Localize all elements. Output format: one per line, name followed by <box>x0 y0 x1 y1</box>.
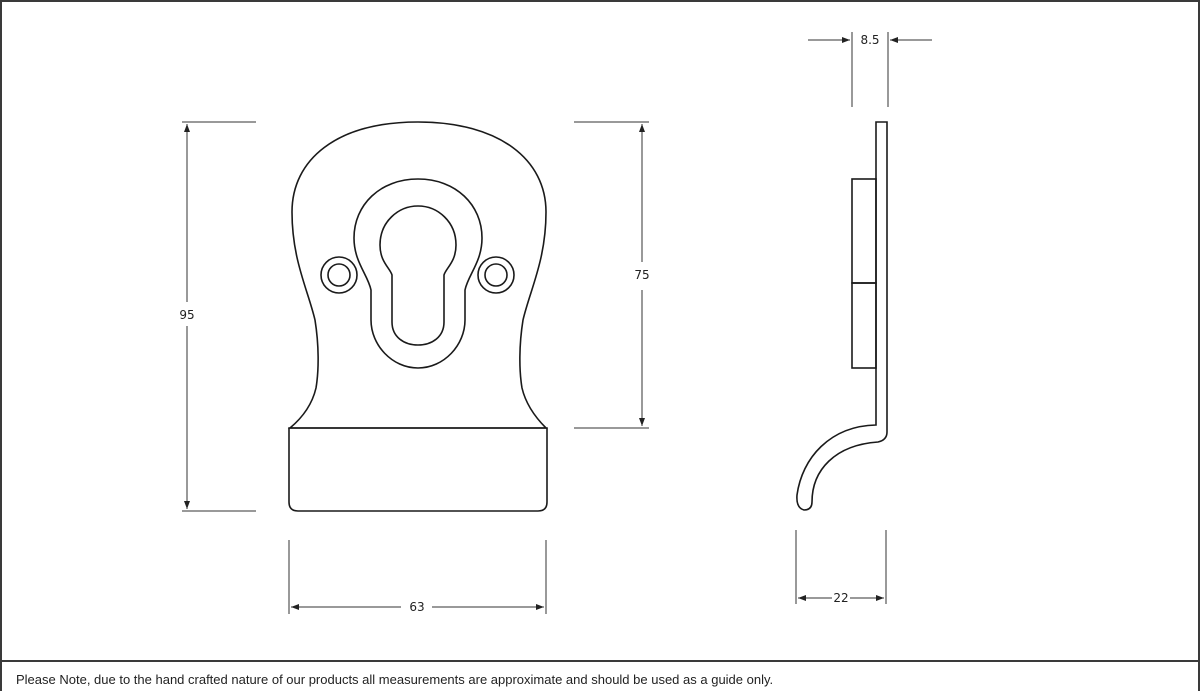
screw-hole-right-outer <box>477 256 515 294</box>
dimension-8-5 <box>808 32 932 107</box>
screw-hole-left-outer <box>320 256 358 294</box>
disclaimer-note: Please Note, due to the hand crafted nat… <box>16 672 774 687</box>
technical-drawing: 95 75 63 8.5 22 <box>179 32 932 614</box>
cylinder-boss-upper <box>851 178 877 284</box>
screw-hole-right-inner <box>484 263 508 287</box>
dimension-label-75: 75 <box>634 268 649 282</box>
screw-hole-left-inner <box>327 263 351 287</box>
keyhole <box>379 205 457 346</box>
keyhole-surround <box>353 178 483 369</box>
footer-divider <box>0 660 1200 662</box>
dimension-22 <box>795 530 887 604</box>
cylinder-boss-lower <box>851 282 877 369</box>
dimension-label-63: 63 <box>409 600 424 614</box>
front-view <box>287 121 548 512</box>
dimension-75 <box>574 121 649 429</box>
pull-lip <box>288 427 548 512</box>
dimension-label-8-5: 8.5 <box>860 33 879 47</box>
dimension-95 <box>182 121 256 512</box>
side-view <box>796 121 888 511</box>
dimension-label-95: 95 <box>179 308 194 322</box>
dimension-label-22: 22 <box>833 591 848 605</box>
escutcheon-outline <box>287 121 548 429</box>
dimension-63 <box>288 540 547 614</box>
side-profile <box>796 121 888 511</box>
